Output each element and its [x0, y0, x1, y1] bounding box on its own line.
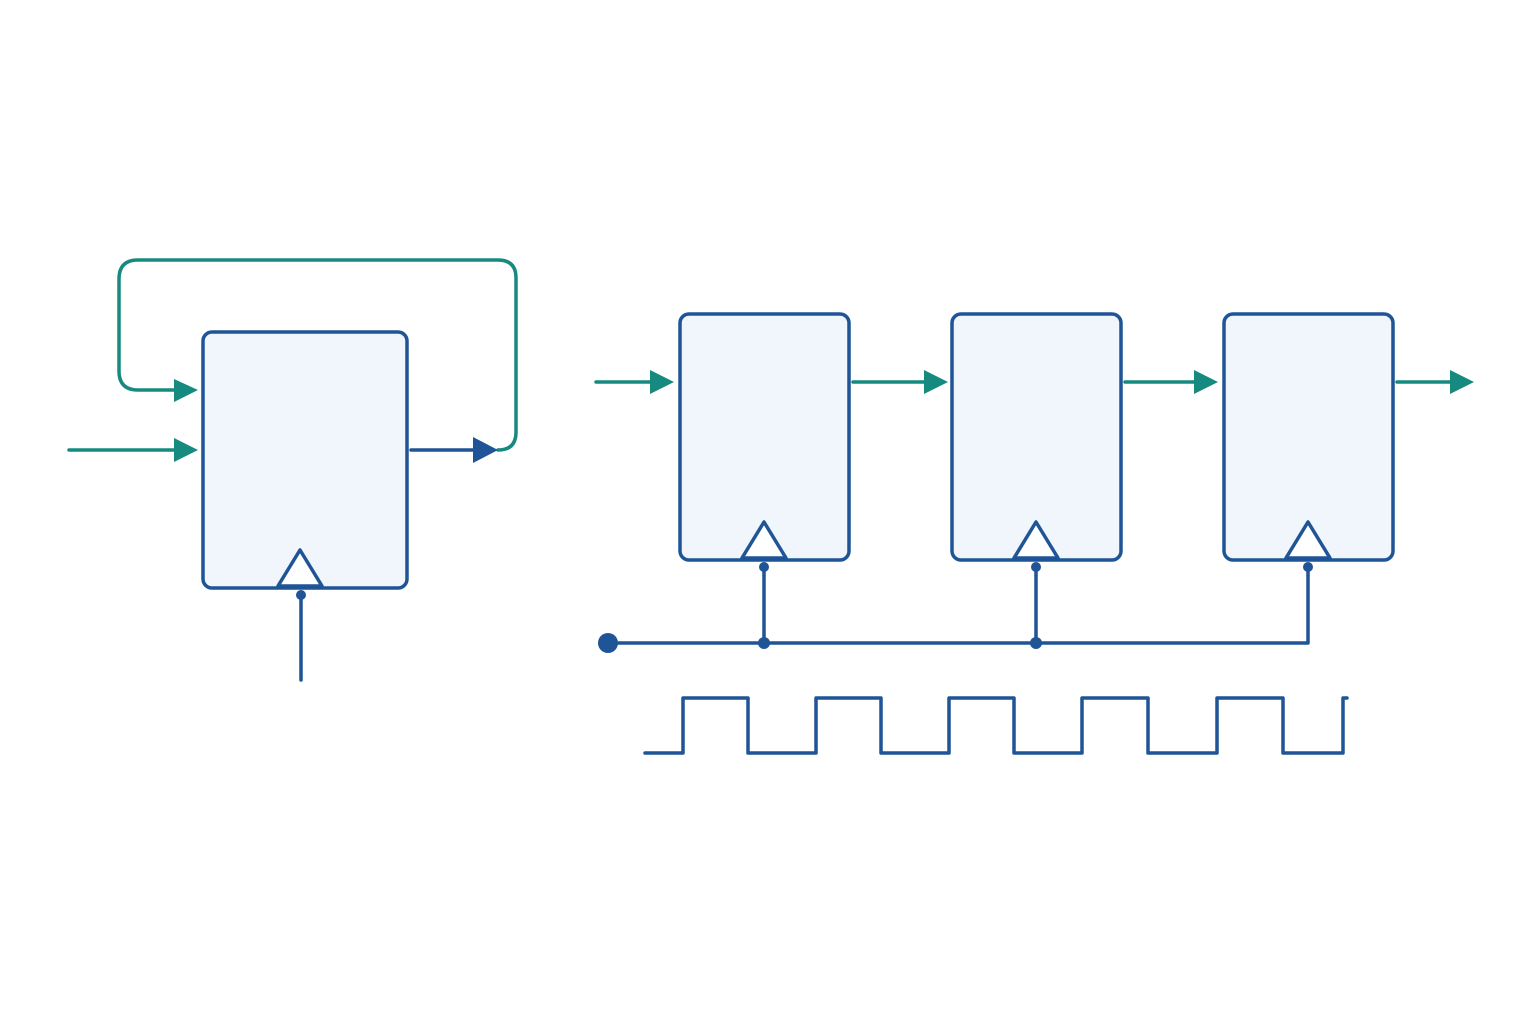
clock-input-triangle: [276, 548, 324, 588]
stage-1-clock-pin-dot: [759, 562, 769, 572]
feedback-register-group: [67, 258, 518, 682]
shift-stage-2-block: [950, 312, 1123, 562]
stage-1-clock-junction: [758, 637, 770, 649]
stage-1-to-2-arrowhead: [924, 370, 948, 394]
stage-2-clock-pin-dot: [1031, 562, 1041, 572]
shift-stage-1-clock-triangle: [740, 520, 788, 560]
feedback-register-block: [201, 330, 409, 590]
feedback-loop-wire: [117, 258, 518, 452]
shift-input-arrowhead: [650, 370, 674, 394]
clock-junction-dot: [296, 590, 306, 600]
feedback-input-arrowhead: [174, 379, 198, 402]
stage-3-clock-pin-dot: [1303, 562, 1313, 572]
shift-stage-3-block: [1222, 312, 1395, 562]
register-output-arrowhead: [473, 437, 498, 463]
clock-source-terminal: [598, 633, 618, 653]
shared-clock-line: [606, 565, 1310, 645]
shift-stage-2-clock-triangle: [1012, 520, 1060, 560]
stage-2-to-3-arrowhead: [1194, 370, 1218, 394]
shift-stage-3-clock-triangle: [1284, 520, 1332, 560]
shift-output-arrowhead: [1450, 370, 1474, 394]
data-input-arrowhead: [174, 438, 198, 462]
shift-stage-1-block: [678, 312, 851, 562]
stage-2-clock-junction: [1030, 637, 1042, 649]
shift-register-group: [594, 312, 1474, 653]
clock-waveform: [643, 696, 1349, 755]
